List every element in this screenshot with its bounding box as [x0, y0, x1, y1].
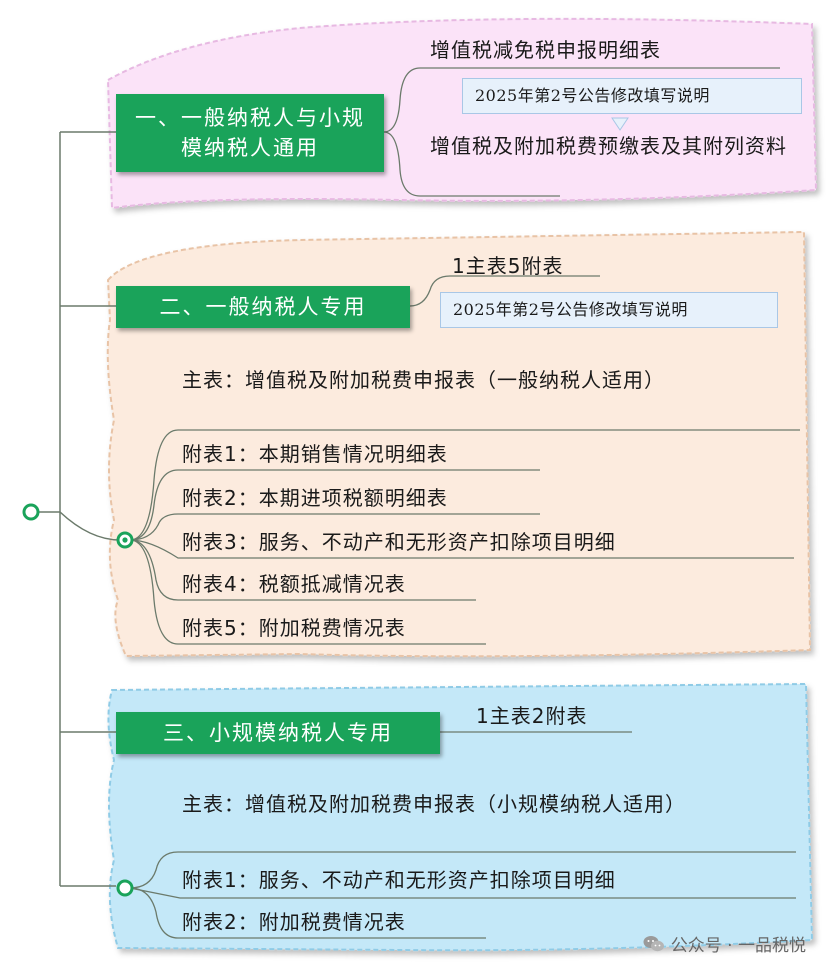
s3-attachment-2: 附表2：附加税费情况表	[182, 910, 406, 934]
s3-summary: 1主表2附表	[476, 704, 588, 728]
root-node[interactable]	[22, 503, 40, 521]
section1-title[interactable]: 一、一般纳税人与小规模纳税人通用	[116, 94, 384, 172]
s2-note: 2025年第2号公告修改填写说明	[440, 292, 778, 328]
s1-item-2: 增值税及附加税费预缴表及其附列资料	[430, 134, 787, 158]
s2-connector	[409, 275, 600, 307]
s2-attachment-1: 附表1：本期销售情况明细表	[182, 442, 448, 466]
trunk-line	[38, 132, 61, 886]
s2-attachment-2: 附表2：本期进项税额明细表	[182, 486, 448, 510]
s1-item-1: 增值税减免税申报明细表	[430, 38, 661, 62]
s3-collapse-node[interactable]	[116, 879, 134, 897]
s1-connector	[383, 67, 780, 197]
watermark-text: 公众号 · 一品税悦	[670, 936, 806, 956]
watermark: 公众号 · 一品税悦	[643, 931, 806, 956]
s2-attachment-4: 附表4：税额抵减情况表	[182, 572, 406, 596]
wechat-icon	[643, 935, 664, 951]
s2-attachment-3: 附表3：服务、不动产和无形资产扣除项目明细	[182, 530, 616, 554]
section3-title[interactable]: 三、小规模纳税人专用	[116, 712, 440, 754]
s3-main-table: 主表：增值税及附加税费申报表（小规模纳税人适用）	[182, 792, 686, 816]
s1-note: 2025年第2号公告修改填写说明	[462, 78, 802, 114]
s2-main-table: 主表：增值税及附加税费申报表（一般纳税人适用）	[182, 368, 665, 392]
s2-attachment-5: 附表5：附加税费情况表	[182, 616, 406, 640]
s3-attachment-connectors	[129, 851, 796, 939]
s1-note-pointer	[611, 117, 629, 131]
s2-collapse-node-dot	[122, 537, 128, 543]
s3-attachment-1: 附表1：服务、不动产和无形资产扣除项目明细	[182, 868, 616, 892]
s2-summary: 1主表5附表	[452, 254, 564, 278]
section2-title[interactable]: 二、一般纳税人专用	[116, 286, 410, 328]
s2-attachment-connectors	[129, 429, 800, 645]
section2-panel	[106, 230, 812, 658]
branch-line-2b	[59, 511, 121, 541]
